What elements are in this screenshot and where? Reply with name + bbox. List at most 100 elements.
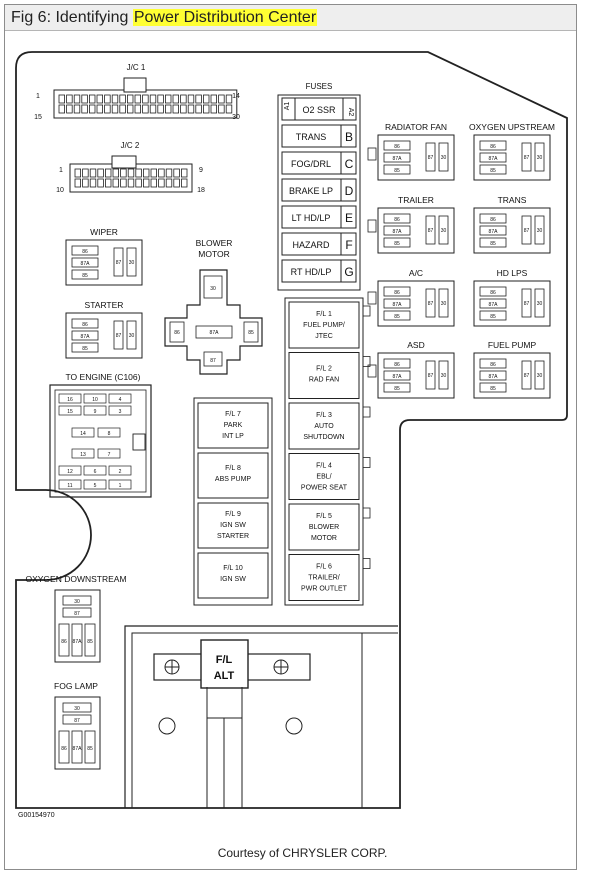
relay-left-relay-label: WIPER xyxy=(90,227,118,237)
jc1-pin-cell xyxy=(210,94,217,104)
fuse-label: TRANS xyxy=(296,132,327,142)
relay-left-relay-pin-label: 85 xyxy=(82,273,88,279)
to-engine-pin-slot xyxy=(83,479,107,490)
fusible-link-slot xyxy=(288,402,360,450)
relay-right-relay-pin-slot xyxy=(383,213,411,224)
relay-right-relay-label: TRAILER xyxy=(398,195,434,205)
relay-right-relay-pin-slot xyxy=(521,288,532,318)
to-engine-pin-slot xyxy=(83,465,107,476)
fuse-letter: B xyxy=(345,130,353,144)
fusible-link-label: MOTOR xyxy=(311,535,337,542)
fog-lamp-relay-body xyxy=(54,696,101,770)
jc1-pin-cell xyxy=(225,94,233,104)
fusible-link-label: INT LP xyxy=(222,433,244,440)
jc1-pin-label: 30 xyxy=(232,114,240,121)
jc1-pin-cell xyxy=(111,104,119,114)
relay-right-relay-pin-label: 86 xyxy=(394,217,400,223)
jc1-pin-cell xyxy=(81,104,88,114)
relay-right-relay-pin-slot xyxy=(479,225,507,236)
fuse-slot xyxy=(281,205,357,229)
fusible-link-label: F/L 7 xyxy=(225,411,241,418)
relay-right-relay-pin-label: 87A xyxy=(393,229,403,235)
jc2-pin-cell xyxy=(97,168,104,178)
jc2-pin-label: 1 xyxy=(59,167,63,174)
jc1-pin-cell xyxy=(187,104,195,114)
relay-right-relay-body xyxy=(473,207,551,254)
relay-right-relay-body xyxy=(473,280,551,327)
jc1-pin-cell xyxy=(119,94,126,104)
relay-right-relay-pin-slot xyxy=(438,142,449,172)
to-engine-pin-label: 13 xyxy=(80,452,86,458)
fuse-letter: C xyxy=(345,157,354,171)
jc2-pin-label: 18 xyxy=(197,187,205,194)
fusible-link-label: F/L 9 xyxy=(225,511,241,518)
relay-right-relay-pin-label: 87 xyxy=(428,301,434,307)
jc2-pin-cell xyxy=(82,168,89,178)
relay-right-relay-pin-label: 87A xyxy=(489,302,499,308)
fuse-letter: D xyxy=(345,184,354,198)
to-engine-pin-label: 16 xyxy=(67,397,73,403)
jc2-pin-cell xyxy=(112,168,119,178)
relay-right-relay-pin-label: 87 xyxy=(524,228,530,234)
to-engine-pin-label: 14 xyxy=(80,431,86,437)
fog-lamp-relay-pin-slot xyxy=(84,730,96,764)
jc1-pin-cell xyxy=(66,94,73,104)
relay-right-relay-pin-slot xyxy=(534,360,545,390)
relay-right-relay-pin-label: 86 xyxy=(490,217,496,223)
fusible-link-tab xyxy=(362,507,371,519)
jc2-pin-cell xyxy=(150,178,157,188)
oxygen-downstream-relay-pin-slot xyxy=(62,607,92,618)
blower-pin-slot xyxy=(243,321,259,343)
relay-side-tab xyxy=(367,364,377,378)
jc2-pin-cell xyxy=(127,178,135,188)
fusible-link-label: SHUTDOWN xyxy=(303,434,344,441)
relay-right-relay-pin-slot xyxy=(479,164,507,175)
fuse-block-frame xyxy=(277,94,361,291)
jc2-pin-cell xyxy=(89,178,97,188)
relay-right-relay-pin-slot xyxy=(479,286,507,297)
fusible-link-label: EBL/ xyxy=(316,474,331,481)
relay-right-relay-pin-slot xyxy=(534,215,545,245)
alt-fuse-body xyxy=(200,639,249,689)
jc2-pin-label: 10 xyxy=(56,187,64,194)
fusible-link-slot xyxy=(288,503,360,551)
jc1-pin-cell xyxy=(134,94,141,104)
relay-right-relay-pin-label: 87A xyxy=(489,156,499,162)
fuse-slot xyxy=(281,124,357,148)
fuse-slot xyxy=(281,232,357,256)
jc1-pin-cell xyxy=(142,104,149,114)
to-engine-connector-body xyxy=(49,384,152,498)
jc1-pin-cell xyxy=(66,104,73,114)
to-engine-pin-slot xyxy=(58,405,82,416)
jc2-pin-cell xyxy=(158,178,165,188)
relay-left-relay-pin-slot xyxy=(113,320,124,350)
relay-right-relay-pin-slot xyxy=(479,370,507,381)
fusible-link-label: F/L 6 xyxy=(316,564,332,571)
fusible-link-label: F/L 4 xyxy=(316,463,332,470)
jc1-pin-cell xyxy=(119,104,126,114)
jc2-label: J/C 2 xyxy=(121,141,140,150)
relay-right-relay-pin-label: 85 xyxy=(490,241,496,247)
relay-right-relay-label: OXYGEN UPSTREAM xyxy=(469,122,555,132)
jc2-pin-cell xyxy=(82,178,89,188)
jc2-pin-cell xyxy=(105,168,112,178)
relay-left-relay-pin-slot xyxy=(71,257,99,268)
relay-right-relay-pin-slot xyxy=(383,225,411,236)
figure-header: Fig 6: Identifying Power Distribution Ce… xyxy=(5,5,576,31)
jc1-pin-cell xyxy=(187,94,195,104)
jc2-pin-cell xyxy=(142,178,150,188)
relay-right-relay-pin-label: 87 xyxy=(524,301,530,307)
fusible-link-slot xyxy=(288,554,360,601)
relay-right-relay-pin-slot xyxy=(479,237,507,248)
fusible-link-tab xyxy=(362,457,371,468)
relay-right-relay-pin-label: 86 xyxy=(394,362,400,368)
relay-right-relay-pin-slot xyxy=(479,382,507,393)
jc1-pin-cell xyxy=(73,94,81,104)
to-engine-pin-slot xyxy=(71,427,95,438)
relay-side-tab xyxy=(367,219,377,233)
relay-right-relay-pin-label: 87A xyxy=(489,374,499,380)
to-engine-pin-slot xyxy=(58,465,82,476)
jc1-pin-cell xyxy=(111,94,119,104)
relay-left-relay-body xyxy=(65,312,143,359)
relay-right-relay-pin-slot xyxy=(383,237,411,248)
